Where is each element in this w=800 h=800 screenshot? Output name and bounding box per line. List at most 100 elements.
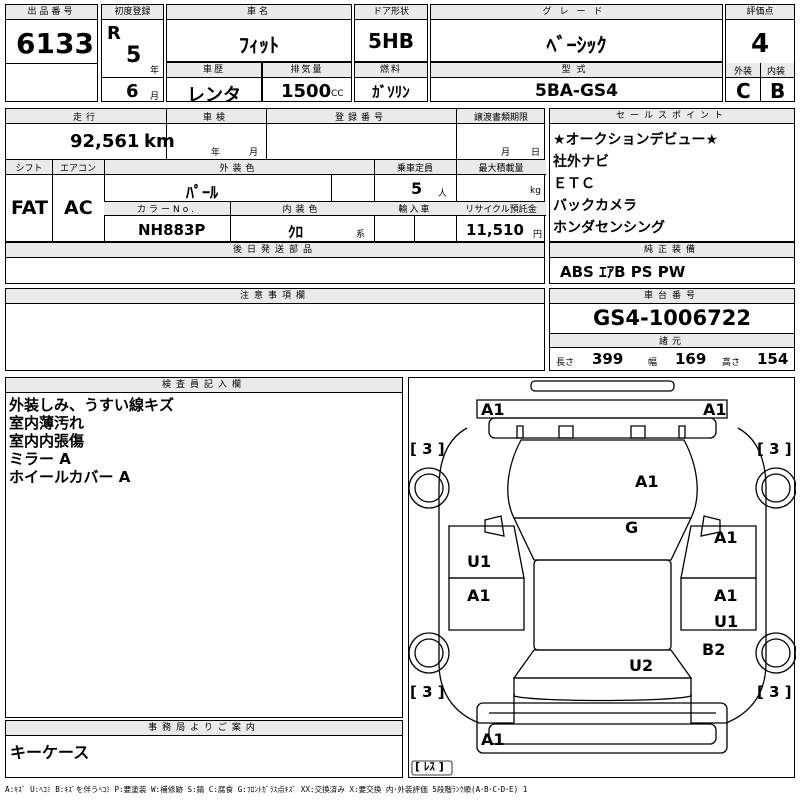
lot-number: 6133	[16, 27, 94, 60]
year-unit: 年	[150, 66, 160, 76]
cautions-label: 注意事項欄	[6, 289, 544, 304]
recycle-value: 11,510	[466, 221, 524, 239]
max-load-label: 最大積載量	[478, 164, 524, 174]
height-value: 154	[757, 350, 789, 368]
first-reg-label: 初度登録	[102, 5, 163, 20]
sales-point-item: ★オークションデビュー★	[553, 132, 719, 148]
ext-label: 外装	[734, 67, 753, 77]
mark-rear: A1	[481, 730, 505, 749]
shift-value: FAT	[11, 197, 48, 219]
spare-value: ﾚｽ	[423, 760, 435, 773]
inspector-note-line: ミラー A	[9, 450, 71, 468]
aircon-value: AC	[64, 197, 93, 219]
history-box: 車歴 レンタ	[166, 62, 262, 106]
width-value: 169	[675, 350, 707, 368]
mark-left-rear-door: A1	[467, 586, 491, 605]
inspector-note-line: ホイールカバー A	[9, 468, 131, 486]
vehicle-info-block: 走行 車検 登録番号 譲渡書類期限 92,561 km 年 月 月 日 シフト …	[5, 108, 546, 243]
capacity-label: 乗車定員	[396, 164, 433, 174]
import-label: 輸入車	[398, 205, 432, 215]
later-parts-label: 後日発送部品	[6, 243, 544, 258]
mileage-label: 走行	[72, 113, 99, 123]
mileage-unit: km	[144, 131, 175, 152]
fuel-value: ｶﾞｿﾘﾝ	[372, 83, 410, 101]
inspection-label: 車検	[202, 113, 229, 123]
shift-label: シフト	[15, 164, 43, 174]
inspector-label: 検査員記入欄	[6, 378, 402, 393]
model-code-box: 型式 5BA-GS4	[430, 62, 723, 102]
ext-score: C	[736, 79, 751, 103]
color-no-value: NH883P	[138, 221, 206, 239]
lot-label: 出品番号	[6, 5, 97, 20]
inspection-year-unit: 年	[211, 148, 221, 158]
reg-year: 5	[126, 43, 142, 68]
tire-mark-fr: [ 3 ]	[757, 440, 792, 458]
grade-label: グレード	[431, 5, 722, 20]
history-label: 車歴	[167, 63, 261, 78]
aircon-label: エアコン	[59, 164, 96, 174]
door-label: ドア形状	[355, 5, 427, 20]
door-box: ドア形状 5HB	[354, 4, 428, 62]
mileage-value: 92,561	[70, 131, 140, 152]
model-name-box: 車名 ﾌｨｯﾄ	[166, 4, 352, 62]
height-label: 高さ	[722, 358, 741, 368]
cautions-box: 注意事項欄	[5, 288, 545, 371]
tire-mark-rl: [ 3 ]	[410, 683, 445, 701]
sales-point-item: ホンダセンシング	[553, 220, 665, 236]
transfer-month-unit: 月	[501, 148, 511, 158]
model-name: ﾌｨｯﾄ	[239, 33, 279, 57]
tire-mark-fl: [ 3 ]	[410, 440, 445, 458]
reg-month: 6	[126, 81, 139, 102]
transfer-label: 譲渡書類期限	[473, 113, 528, 123]
inspector-note-line: 室内薄汚れ	[9, 414, 85, 432]
sales-point-item: ＥＴＣ	[553, 176, 595, 192]
inspector-note-line: 室内内張傷	[9, 432, 85, 450]
inspector-note-line: 外装しみ、うすい線キズ	[9, 396, 175, 414]
mark-right-rear-door-u: U1	[714, 612, 739, 631]
damage-diagram: A1 A1 A1 G U1 A1 A1 A1 U1 B2 U2 A1 [ 3 ]…	[408, 377, 796, 778]
sales-points-list: ★オークションデビュー★ 社外ナビ ＥＴＣ バックカメラホンダセンシング	[553, 129, 718, 239]
month-unit: 月	[150, 92, 160, 102]
interior-color-unit: 系	[356, 230, 366, 240]
first-reg-box: 初度登録 R 5 年 6 月	[101, 4, 164, 102]
color-value: ﾊﾟｰﾙ	[186, 183, 219, 202]
interior-color-label: 内装色	[282, 205, 322, 215]
sales-point-item: バックカメラ	[553, 198, 637, 214]
mark-right-front-door: A1	[714, 528, 738, 547]
int-score: B	[770, 79, 786, 103]
standard-equip-value: ABS ｴｱB PS PW	[560, 263, 686, 281]
recycle-unit: 円	[533, 230, 543, 240]
score-box: 評価点 4 外装 内装 C B	[725, 4, 795, 103]
grade-box: グレード ﾍﾞｰｼｯｸ	[430, 4, 723, 62]
color-label: 外装色	[219, 164, 259, 174]
displacement-label: 排気量	[263, 63, 351, 78]
displacement-value: 1500	[281, 81, 332, 102]
displacement-unit: CC	[331, 89, 344, 99]
score-label: 評価点	[726, 5, 794, 20]
fuel-box: 燃料 ｶﾞｿﾘﾝ	[354, 62, 428, 102]
mark-trunk: U2	[629, 656, 654, 675]
grade-value: ﾍﾞｰｼｯｸ	[546, 33, 607, 57]
model-code-label: 型式	[431, 63, 722, 78]
specs-label: 諸元	[658, 337, 685, 347]
tire-fl-value: 3	[422, 440, 433, 458]
tire-rr-value: 3	[769, 683, 780, 701]
inspection-month-unit: 月	[249, 148, 259, 158]
legend: A:ｷｽﾞ U:ﾍｺﾐ B:ｷｽﾞを伴うﾍｺﾐ P:要塗装 W:補修跡 S:錆 …	[5, 785, 528, 794]
transfer-day-unit: 日	[531, 148, 541, 158]
width-label: 幅	[648, 358, 658, 368]
mark-right-quarter: B2	[702, 640, 726, 659]
office-value: キーケース	[10, 743, 90, 762]
door-type: 5HB	[368, 29, 414, 53]
score-value: 4	[750, 29, 770, 59]
length-label: 長さ	[556, 358, 575, 368]
sales-point-item: 社外ナビ	[553, 154, 609, 170]
color-no-label: カラーNo.	[137, 205, 197, 215]
reg-no-label: 登録番号	[334, 113, 387, 123]
spare-mark: [ ﾚｽ ]	[415, 760, 444, 773]
history-value: レンタ	[187, 85, 241, 106]
chassis-value: GS4-1006722	[593, 306, 751, 330]
mark-front-right: A1	[703, 400, 727, 419]
